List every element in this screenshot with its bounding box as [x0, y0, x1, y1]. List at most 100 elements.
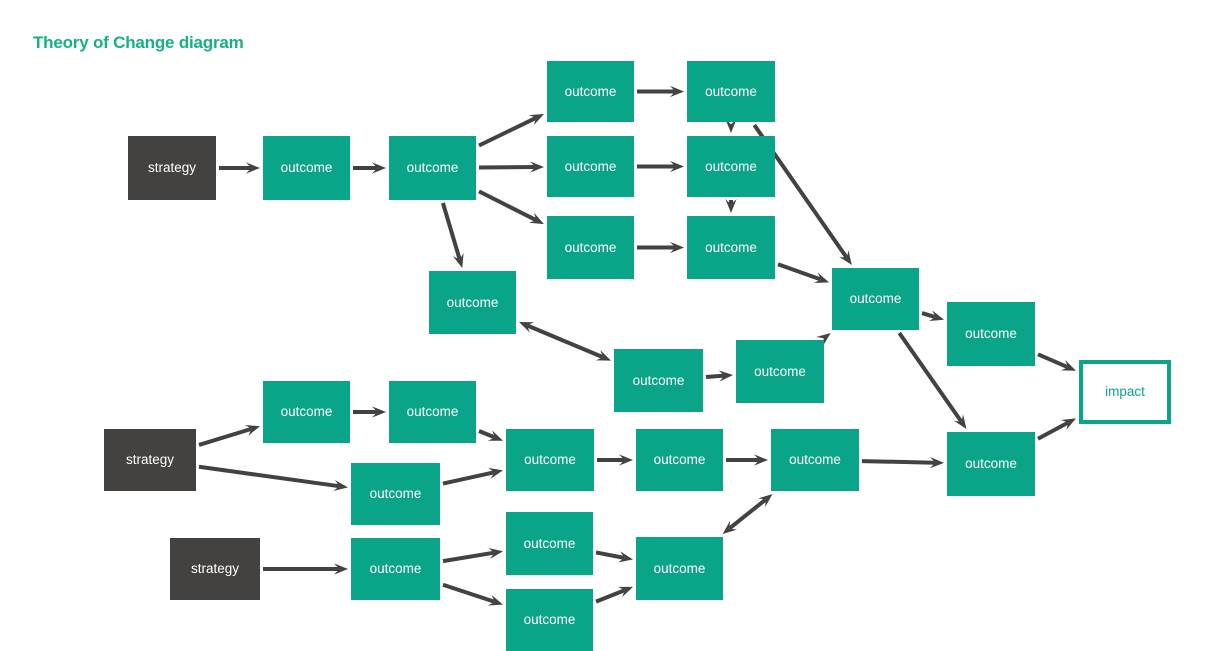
- node-label: outcome: [406, 404, 459, 420]
- node-label: impact: [1105, 384, 1145, 400]
- arrow-head-icon: [1060, 360, 1076, 371]
- node-outcome-z4[interactable]: outcome: [636, 537, 723, 600]
- node-strategy-s1[interactable]: strategy: [128, 136, 216, 200]
- edge-line: [728, 498, 767, 530]
- node-outcome-z3[interactable]: outcome: [506, 589, 593, 651]
- node-label: outcome: [705, 239, 757, 255]
- edge-z1-to-z3: [442, 582, 503, 606]
- edge-s2-to-p3: [198, 464, 348, 492]
- arrow-head-icon: [670, 241, 684, 254]
- node-label: strategy: [190, 561, 240, 577]
- edge-p3-to-q1: [442, 467, 503, 486]
- node-label: outcome: [564, 158, 617, 174]
- arrow-head-icon: [529, 161, 544, 173]
- edge-line: [777, 262, 822, 282]
- arrow-head-icon: [372, 406, 386, 418]
- node-outcome-hub[interactable]: outcome: [832, 268, 919, 330]
- node-label: outcome: [705, 158, 757, 174]
- edge-line: [198, 464, 340, 489]
- node-outcome-m1[interactable]: outcome: [547, 136, 634, 197]
- edge-line: [526, 323, 604, 359]
- node-outcome-p1[interactable]: outcome: [263, 381, 350, 443]
- arrow-head-icon: [519, 322, 535, 333]
- node-label: outcome: [564, 239, 617, 255]
- node-outcome-a1[interactable]: outcome: [263, 136, 350, 200]
- arrow-head-icon: [670, 160, 684, 173]
- edge-a2-to-t1: [478, 114, 544, 148]
- node-outcome-b2[interactable]: outcome: [687, 216, 775, 279]
- node-outcome-t1[interactable]: outcome: [547, 61, 634, 122]
- arrow-head-icon: [619, 454, 633, 466]
- edge-c2-to-c3: [705, 370, 733, 382]
- node-label: strategy: [125, 452, 175, 468]
- arrow-head-icon: [333, 479, 348, 492]
- edge-q2-to-q3: [726, 454, 768, 466]
- edge-m2-to-b2: [725, 199, 737, 213]
- node-outcome-m2[interactable]: outcome: [687, 136, 775, 197]
- edge-line: [478, 165, 536, 170]
- arrow-head-icon: [487, 430, 503, 441]
- edge-r1-to-impact: [1037, 352, 1076, 371]
- node-label: outcome: [280, 404, 333, 420]
- node-outcome-b1[interactable]: outcome: [547, 216, 634, 279]
- node-label: outcome: [524, 452, 576, 468]
- edge-z2-to-z4: [595, 550, 633, 563]
- arrow-head-icon: [722, 520, 738, 534]
- node-strategy-s2[interactable]: strategy: [104, 429, 196, 491]
- edge-hub-to-r1: [921, 310, 944, 322]
- node-label: outcome: [705, 83, 757, 99]
- node-outcome-r2[interactable]: outcome: [947, 432, 1035, 496]
- edge-line: [1037, 352, 1069, 370]
- edge-line: [478, 429, 496, 440]
- node-outcome-p2[interactable]: outcome: [389, 381, 476, 443]
- node-label: outcome: [789, 452, 841, 468]
- node-label: outcome: [632, 372, 685, 388]
- node-label: outcome: [280, 160, 333, 176]
- edge-s3-to-z1: [263, 563, 348, 575]
- node-outcome-q3[interactable]: outcome: [771, 429, 859, 491]
- node-label: outcome: [369, 486, 422, 502]
- node-outcome-q1[interactable]: outcome: [506, 429, 594, 491]
- node-outcome-c3[interactable]: outcome: [736, 340, 824, 403]
- node-outcome-z1[interactable]: outcome: [351, 538, 440, 600]
- edge-s2-to-p1: [198, 425, 260, 447]
- node-outcome-c2[interactable]: outcome: [614, 349, 703, 412]
- edge-line: [478, 116, 537, 148]
- edge-line: [595, 550, 625, 560]
- node-outcome-p3[interactable]: outcome: [351, 463, 440, 525]
- edge-a2-to-b1: [478, 189, 544, 225]
- node-outcome-z2[interactable]: outcome: [506, 512, 593, 575]
- arrow-head-icon: [617, 586, 633, 598]
- arrow-head-icon: [718, 370, 733, 382]
- node-outcome-r1[interactable]: outcome: [947, 302, 1035, 366]
- arrow-head-icon: [244, 425, 260, 436]
- node-label: outcome: [965, 326, 1017, 342]
- node-label: outcome: [564, 83, 617, 99]
- node-strategy-s3[interactable]: strategy: [170, 538, 260, 600]
- arrow-head-icon: [1061, 418, 1076, 430]
- edge-line: [442, 470, 495, 486]
- node-label: outcome: [446, 294, 499, 310]
- node-outcome-t2[interactable]: outcome: [687, 61, 775, 122]
- node-label: outcome: [653, 560, 706, 576]
- arrow-head-icon: [488, 547, 503, 560]
- edge-m1-to-m2: [637, 160, 684, 173]
- node-outcome-c1[interactable]: outcome: [429, 271, 516, 334]
- arrow-head-icon: [334, 563, 348, 575]
- arrow-head-icon: [670, 85, 684, 98]
- edge-line: [822, 335, 827, 341]
- edge-line: [705, 373, 725, 379]
- node-label: outcome: [754, 363, 806, 379]
- edge-q3-to-r2: [861, 457, 944, 469]
- edge-s1-to-a1: [219, 162, 260, 174]
- node-outcome-q2[interactable]: outcome: [636, 429, 723, 491]
- edge-q1-to-q2: [597, 454, 633, 466]
- node-impact-impact[interactable]: impact: [1079, 360, 1171, 424]
- edge-line: [198, 426, 252, 447]
- arrow-head-icon: [725, 199, 737, 213]
- edge-z4-to-q3: [722, 494, 773, 534]
- node-outcome-a2[interactable]: outcome: [389, 136, 476, 200]
- arrow-head-icon: [595, 350, 611, 361]
- arrow-head-icon: [246, 162, 260, 174]
- edge-p2-to-q1: [478, 429, 503, 441]
